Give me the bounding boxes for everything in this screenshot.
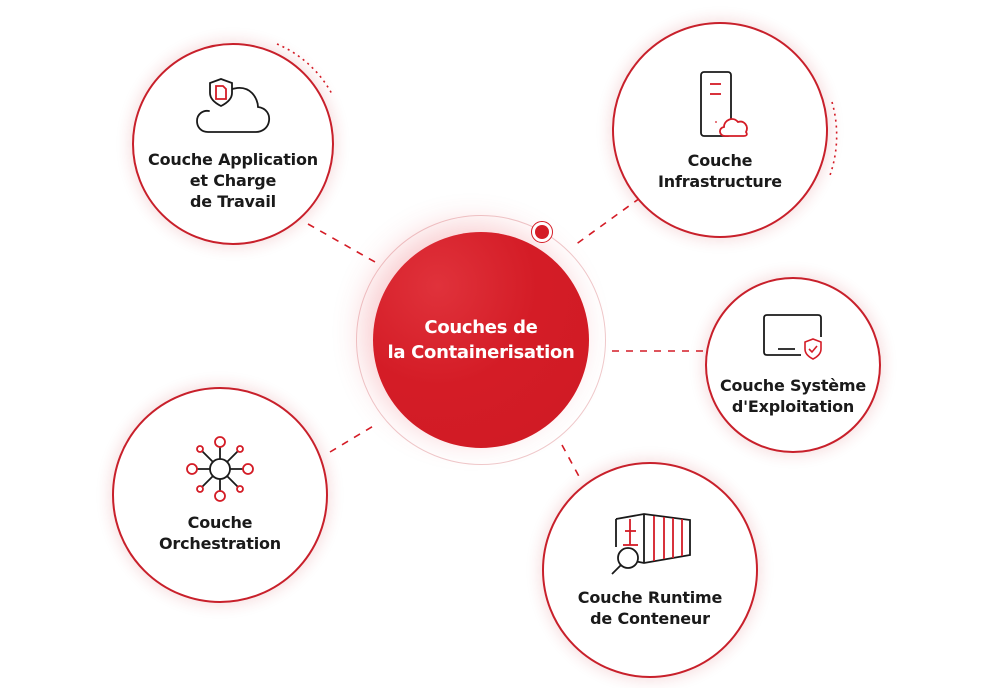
node-infrastructure: Couche Infrastructure: [612, 22, 828, 238]
connector-runtime: [561, 444, 583, 483]
node-orchestration: Couche Orchestration: [112, 387, 328, 603]
connector-orchestration: [329, 424, 376, 453]
node-os-label: Couche Système d'Exploitation: [719, 376, 867, 416]
center-title: Couches de la Containerisation: [387, 317, 575, 363]
node-runtime: Couche Runtime de Conteneur: [542, 462, 758, 678]
center-outer-ring: [356, 215, 606, 465]
cloud-shield-document-icon: [196, 77, 271, 133]
marker-dot: [535, 225, 549, 239]
monitor-shield-icon: [763, 314, 822, 360]
network-hub-icon: [186, 436, 254, 502]
center-hub: Couches de la Containerisation: [373, 232, 589, 448]
node-orchestration-label: Couche Orchestration: [159, 513, 281, 553]
connector-application: [307, 223, 376, 263]
center-ring-marker: [531, 221, 553, 243]
container-magnifier-icon: [611, 513, 691, 575]
server-cloud-icon: [700, 71, 748, 137]
node-os: Couche Système d'Exploitation: [705, 277, 881, 453]
node-runtime-label: Couche Runtime de Conteneur: [577, 588, 723, 628]
node-application: Couche Application et Charge de Travail: [132, 43, 334, 245]
dotted-arc-infrastructure: [828, 101, 838, 179]
connector-infrastructure: [574, 197, 641, 246]
node-infrastructure-label: Couche Infrastructure: [658, 151, 782, 191]
dotted-arc-application: [276, 43, 334, 97]
node-application-label: Couche Application et Charge de Travail: [148, 149, 318, 211]
